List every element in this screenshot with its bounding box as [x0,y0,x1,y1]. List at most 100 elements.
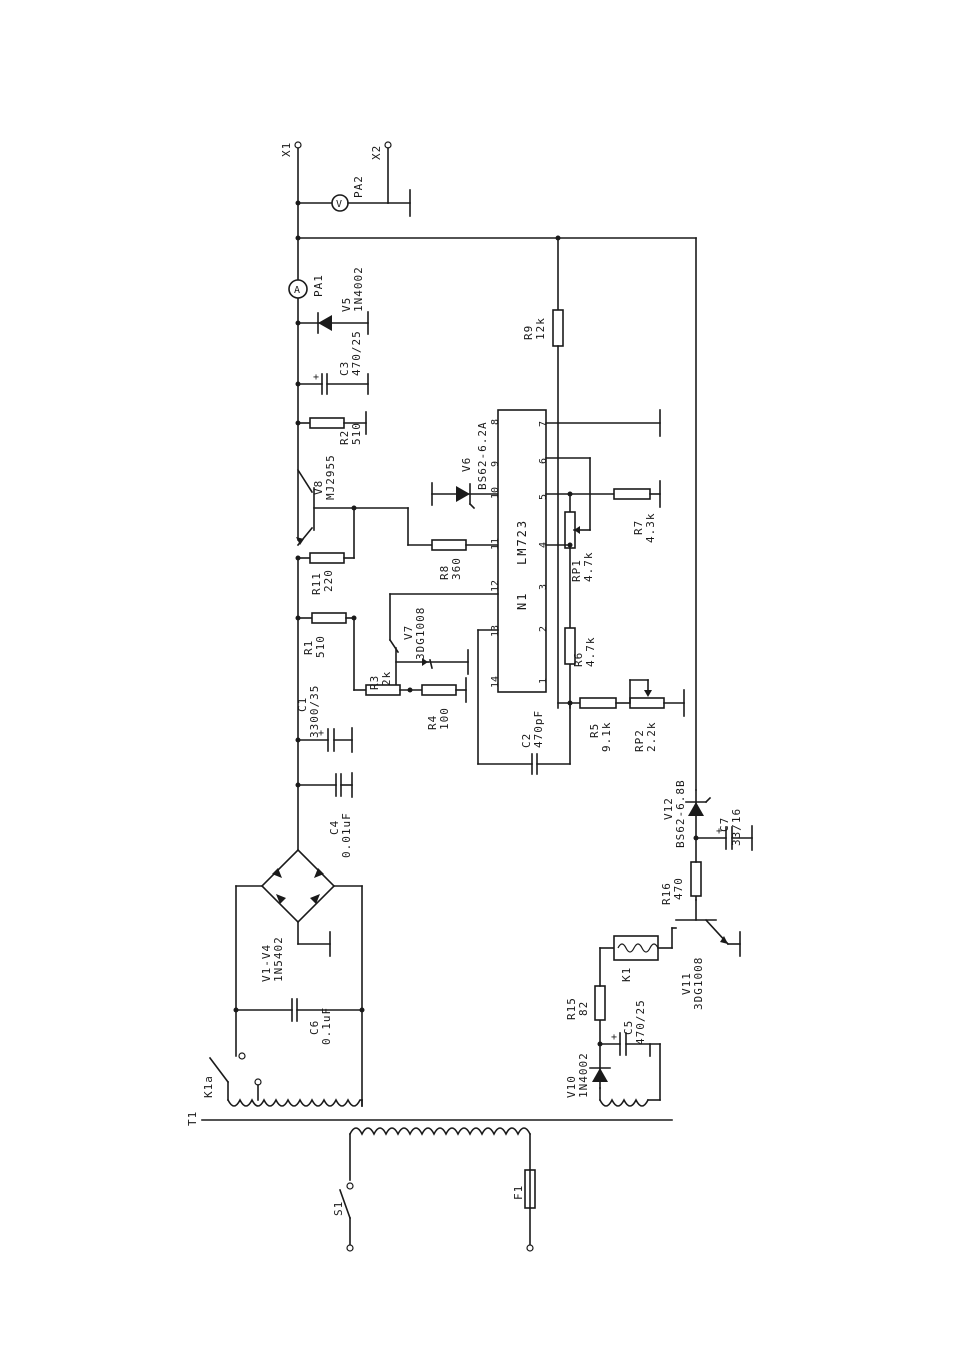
pin-6: 6 [538,458,549,464]
label-r7: R7 [632,520,645,535]
label-r6: R6 [572,652,585,667]
ammeter-symbol: A [294,285,300,296]
label-c5: C5 [622,1020,635,1035]
divider-node [557,679,685,717]
label-r1: R1 [302,640,315,655]
pin-12: 12 [490,580,501,592]
label-v12: V12 [662,797,675,820]
label-k1: K1 [620,967,633,982]
label-pa2: PA2 [352,175,365,198]
label-c6-value: 0.1uF [320,1007,333,1045]
potentiometer-rp1 [545,493,580,709]
positive-rail [295,147,301,851]
label-r3: R3 [368,675,381,690]
pin-14: 14 [490,676,501,688]
resistor-r16 [690,835,702,901]
relay-contact-k1a [208,1052,262,1101]
label-r16-value: 470 [672,877,685,900]
label-r4-value: 100 [438,707,451,730]
resistor-r3 [365,684,423,696]
switch-s1 [338,1182,354,1252]
diode-v5 [297,311,369,335]
label-r9-value: 12k [534,317,547,340]
label-rp1: RP1 [570,559,583,582]
diode-v10 [589,1041,611,1089]
resistor-r4 [421,677,467,703]
label-r5: R5 [588,723,601,738]
ic-lm723 [497,409,547,693]
resistor-r1 [297,612,367,691]
label-v8: V8 [312,480,325,495]
label-v5-value: 1N4002 [352,266,365,312]
label-r6-value: 4.7k [584,637,597,668]
resistor-r9 [552,237,564,709]
pin13-c2-loop [477,629,571,775]
transformer-primary [348,1127,532,1181]
capacitor-c7: + [695,825,753,851]
resistor-r6 [564,627,576,665]
label-pa1: PA1 [312,274,325,297]
capacitor-c5: + [599,1032,661,1101]
label-c2-value: 470pF [532,710,545,748]
label-c3-value: 470/25 [350,330,363,376]
transistor-v7 [395,647,469,691]
pin-13: 13 [490,625,501,637]
label-rp2-value: 2.2k [645,722,658,753]
label-r15: R15 [565,997,578,1020]
pin-3: 3 [538,584,549,590]
label-r7-value: 4.3k [644,513,657,544]
terminal-x1 [294,141,302,149]
pin7-ground [545,409,661,437]
pin-5: 5 [538,494,549,500]
label-r4: R4 [426,715,439,730]
label-t1: T1 [186,1111,199,1126]
pin-8: 8 [490,419,501,425]
label-k1a: K1a [202,1075,215,1098]
svg-text:+: + [318,728,324,739]
label-c1: C1 [296,697,309,712]
svg-text:+: + [611,1032,617,1043]
label-rp2: RP2 [633,729,646,752]
voltmeter-symbol: V [336,199,342,210]
label-r3-value: 2k [380,671,393,686]
label-r8-value: 360 [450,557,463,580]
transistor-v8 [296,468,355,547]
terminal-x2 [384,141,411,217]
label-r15-value: 82 [577,1001,590,1016]
label-n1: N1 [515,592,529,610]
label-c3: C3 [338,361,351,376]
label-r16: R16 [660,882,673,905]
svg-text:+: + [716,826,722,837]
label-v6-value: BS62-6.2A [476,421,489,490]
pin12-wire [388,593,499,654]
label-s1: S1 [332,1201,345,1216]
label-f1: F1 [512,1185,525,1200]
label-x2: X2 [370,145,383,160]
label-c4: C4 [328,820,341,835]
pin5-wire [545,480,661,508]
transistor-v11 [671,899,741,957]
svg-text:+: + [313,372,319,383]
zener-v6 [431,482,499,510]
capacitor-c3: + [297,372,369,395]
label-c2: C2 [520,733,533,748]
label-r1-value: 510 [314,635,327,658]
label-v11-value: 3DG1008 [692,957,705,1010]
pin-4: 4 [538,542,549,548]
label-r2-value: 510 [350,422,363,445]
bridge-rectifier [235,848,363,957]
zener-v12 [685,789,712,839]
label-v8-value: MJ2955 [324,454,337,500]
label-r8: R8 [438,565,451,580]
label-r2: R2 [338,430,351,445]
label-v5: V5 [340,297,353,312]
label-c5-value: 470/25 [634,999,647,1045]
pin-7: 7 [538,421,549,427]
label-x1: X1 [280,142,293,157]
pin-10: 10 [490,487,501,499]
label-rp1-value: 4.7k [582,552,595,583]
label-r11-value: 220 [322,569,335,592]
label-v6: V6 [460,457,473,472]
label-v1v4-value: 1N5402 [272,936,285,982]
